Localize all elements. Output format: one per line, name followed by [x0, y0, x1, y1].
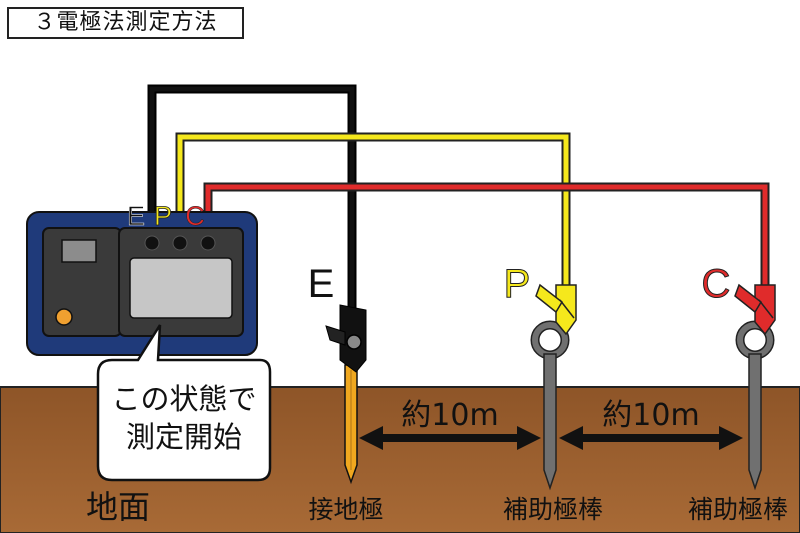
ground-electrode — [344, 364, 358, 485]
electrode-name-p: 補助極棒 — [503, 495, 603, 524]
electrode-name-e: 接地極 — [308, 495, 383, 524]
distance-label-2: 約10m — [602, 398, 699, 433]
terminal-label-e: E — [127, 201, 145, 231]
terminal-label-c: C — [185, 201, 205, 231]
auxiliary-rod-c — [735, 320, 775, 491]
distance-arrow-1 — [359, 426, 541, 450]
power-button — [55, 308, 73, 326]
auxiliary-rod-p — [530, 320, 570, 491]
terminal-e — [144, 235, 160, 251]
electrode-name-c: 補助極棒 — [688, 495, 788, 524]
black-clip — [325, 304, 367, 373]
tester-display — [129, 257, 233, 319]
speech-bubble-line-2: 測定開始 — [126, 420, 242, 454]
yellow-wire — [175, 132, 571, 285]
yellow-clip — [535, 283, 577, 336]
red-wire — [203, 182, 770, 285]
speech-bubble-line-1: この状態で — [111, 382, 256, 416]
black-wire — [147, 84, 357, 320]
terminal-p — [172, 235, 188, 251]
speech-bubble — [96, 324, 272, 482]
terminal-c — [200, 235, 216, 251]
electrode-letter-e: E — [308, 262, 335, 306]
electrode-letter-c: C — [702, 262, 731, 306]
ground-label: 地面 — [86, 488, 150, 526]
diagram-title: ３電極法測定方法 — [7, 7, 244, 39]
terminal-label-p: P — [154, 201, 172, 231]
earth-tester — [26, 211, 258, 356]
electrode-letter-p: P — [504, 262, 531, 306]
distance-arrow-2 — [559, 426, 743, 450]
distance-label-1: 約10m — [401, 398, 498, 433]
red-clip — [734, 283, 776, 336]
